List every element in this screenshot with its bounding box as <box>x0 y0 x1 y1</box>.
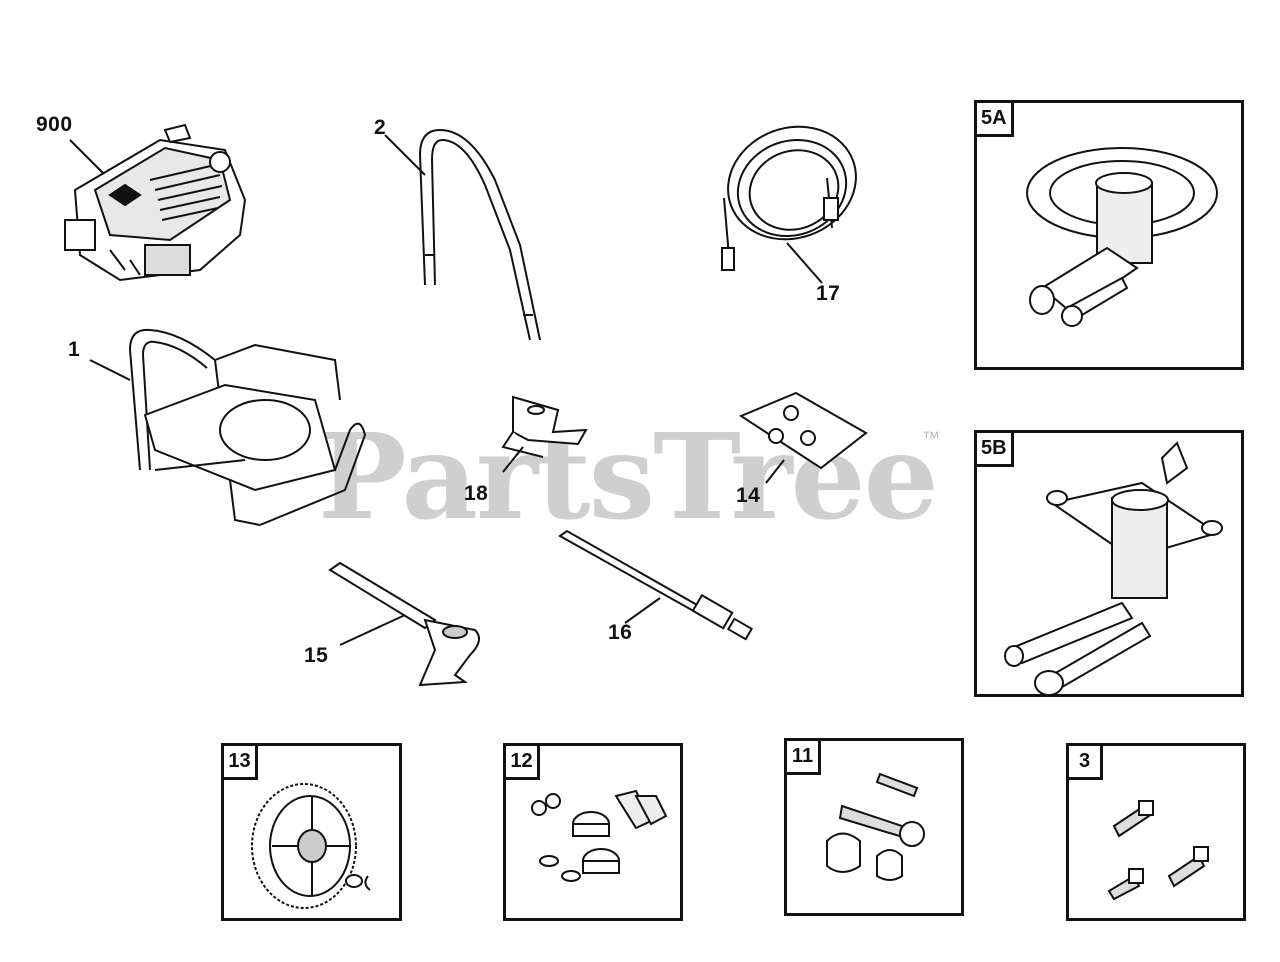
callout-900: 900 <box>36 113 73 136</box>
hardware-kit-drawing[interactable] <box>736 388 876 488</box>
box-label-5a: 5A <box>977 103 1014 137</box>
box-label-12: 12 <box>506 746 540 780</box>
box-label-5b: 5B <box>977 433 1014 467</box>
callout-2: 2 <box>374 116 387 139</box>
wheel-hardware-drawing <box>521 776 676 911</box>
pump-5b-drawing <box>992 438 1232 693</box>
callout-17: 17 <box>816 282 841 305</box>
handle-hardware-drawing <box>802 766 957 911</box>
box-wheel-13[interactable]: 13 <box>221 743 402 921</box>
wheel-drawing <box>244 776 394 916</box>
box-fittings-3[interactable]: 3 <box>1066 743 1246 921</box>
bracket-drawing[interactable] <box>498 392 593 492</box>
callout-14: 14 <box>736 484 761 507</box>
box-pump-5a[interactable]: 5A <box>974 100 1244 370</box>
spray-gun-drawing[interactable] <box>325 560 490 690</box>
box-label-11: 11 <box>787 741 821 775</box>
engine-drawing[interactable] <box>50 120 260 305</box>
box-label-13: 13 <box>224 746 258 780</box>
fittings-drawing <box>1099 781 1239 901</box>
watermark-trademark: ™ <box>922 428 940 448</box>
hose-drawing[interactable] <box>712 118 872 293</box>
handle-drawing[interactable] <box>380 125 560 350</box>
callout-18: 18 <box>464 482 489 505</box>
box-pump-5b[interactable]: 5B <box>974 430 1244 697</box>
lance-drawing[interactable] <box>555 528 760 648</box>
box-wheel-hardware-12[interactable]: 12 <box>503 743 683 921</box>
pump-5a-drawing <box>997 138 1222 348</box>
callout-16: 16 <box>608 621 633 644</box>
callout-1: 1 <box>68 338 81 361</box>
frame-drawing[interactable] <box>85 320 370 530</box>
box-label-3: 3 <box>1069 746 1103 780</box>
callout-15: 15 <box>304 644 329 667</box>
box-handle-hardware-11[interactable]: 11 <box>784 738 964 916</box>
